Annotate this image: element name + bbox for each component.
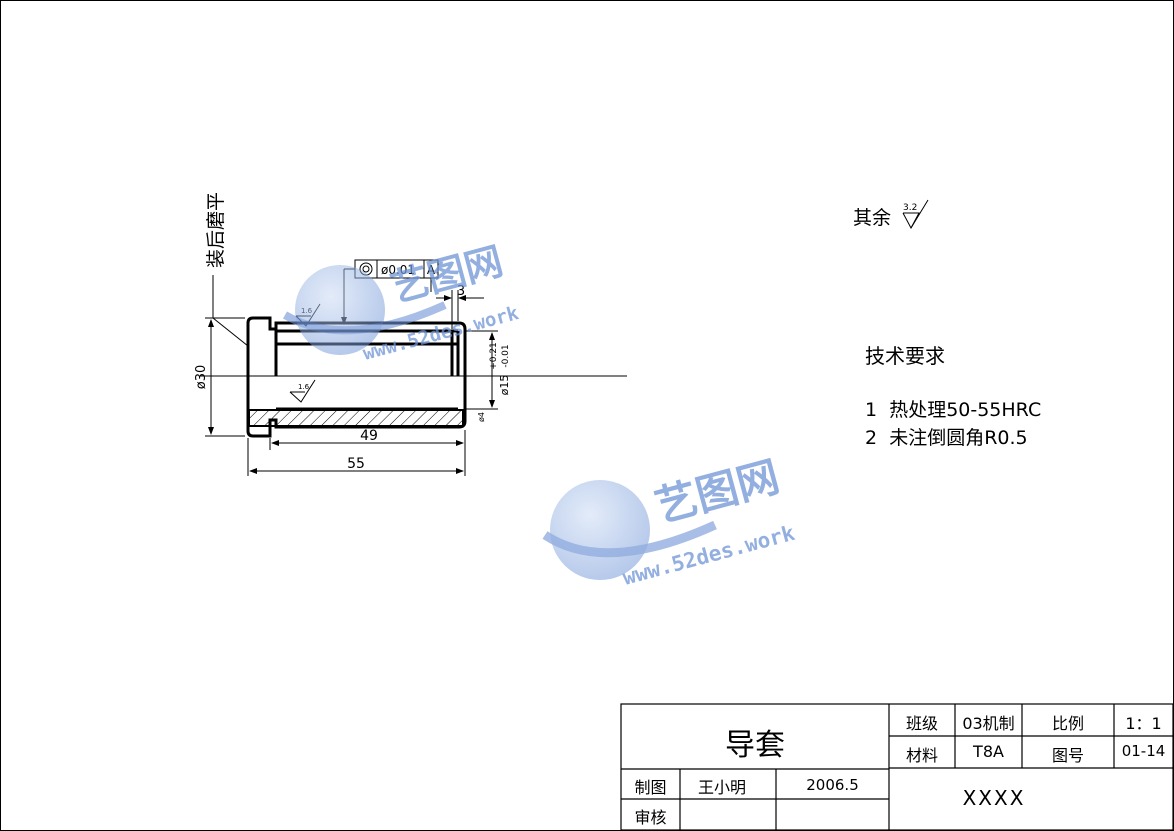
requirement-1: 1 热处理50-55HRC — [865, 395, 1041, 422]
material-value: T8A — [973, 742, 1004, 761]
bore-tol-lower: -0.01 — [501, 344, 511, 367]
svg-text:艺图网: 艺图网 — [386, 239, 508, 311]
requirement-text: 未注倒圆角R0.5 — [889, 427, 1028, 449]
dim-groove-3 — [436, 290, 484, 329]
rest-roughness-value: 3.2 — [903, 203, 917, 213]
check-label: 审核 — [634, 808, 667, 827]
section-hatch — [249, 410, 463, 426]
requirement-number: 1 — [865, 399, 878, 421]
bore-tol-upper: +0.21 — [489, 342, 499, 370]
svg-text:艺图网: 艺图网 — [650, 452, 784, 532]
drawn-date: 2006.5 — [806, 776, 859, 794]
dim-bore-dia — [466, 330, 498, 410]
class-label: 班级 — [905, 714, 938, 733]
drawn-label: 制图 — [634, 778, 667, 797]
gdt-datum: A — [427, 263, 436, 277]
requirement-number: 2 — [865, 427, 878, 449]
bore-dia-label: ø15 — [498, 375, 511, 396]
drawing-no-value: 01-14 — [1121, 742, 1166, 760]
rest-roughness-icon — [902, 199, 929, 230]
dim-length-49 — [269, 430, 466, 476]
school-name: XXXX — [962, 786, 1026, 810]
small-dia-label: ø4 — [477, 412, 486, 422]
class-value: 03机制 — [962, 714, 1015, 733]
drawing-no-label: 图号 — [1051, 746, 1084, 765]
title-block-grid — [620, 703, 1174, 831]
grind-note: 装后磨平 — [205, 192, 227, 268]
requirement-text: 热处理50-55HRC — [889, 399, 1042, 421]
dim-outer-dia — [205, 275, 249, 437]
scale-value: 1：1 — [1125, 714, 1162, 733]
requirement-2: 2 未注倒圆角R0.5 — [865, 423, 1028, 450]
roughness-value-2: 1.6 — [298, 383, 310, 391]
dim-length-55 — [247, 438, 464, 476]
scale-label: 比例 — [1051, 714, 1084, 733]
drawn-by: 王小明 — [697, 778, 746, 797]
outer-dia-label: ø30 — [194, 365, 209, 390]
rest-roughness-label: 其余 — [853, 207, 892, 229]
length-49-label: 49 — [360, 428, 378, 444]
part-name: 导套 — [725, 728, 785, 763]
gdt-tolerance: ø0.01 — [381, 263, 415, 277]
groove-width-label: 3 — [457, 284, 465, 299]
tech-requirements-title: 技术要求 — [865, 344, 945, 368]
length-55-label: 55 — [347, 456, 365, 472]
material-label: 材料 — [905, 746, 938, 765]
